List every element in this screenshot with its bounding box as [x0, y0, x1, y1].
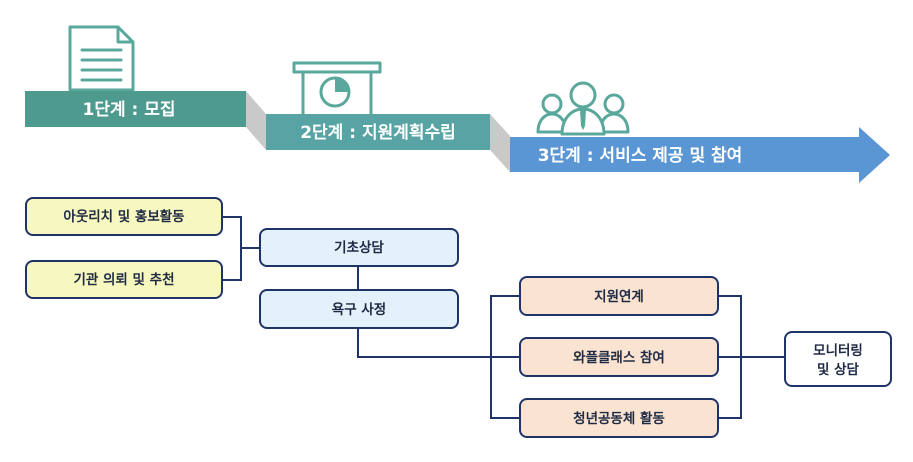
- needs-assessment-box: 욕구 사정: [259, 289, 459, 329]
- connector-lines: [222, 216, 785, 419]
- basic-consult-label: 기초상담: [334, 239, 384, 256]
- youth-community-label: 청년공동체 활동: [573, 410, 665, 427]
- step-1-bar: [25, 91, 246, 127]
- support-link-label: 지원연계: [594, 289, 644, 305]
- step-1-ribbon: 1단계 : 모집: [25, 91, 266, 150]
- step-2-fold: [490, 114, 510, 172]
- step-3-ribbon: 3단계 : 서비스 제공 및 참여: [510, 127, 890, 183]
- outreach-label: 아웃리치 및 홍보활동: [63, 208, 184, 225]
- step-2-ribbon: 2단계 : 지원계획수립: [266, 114, 510, 172]
- wafle-class-box: 와플클래스 참여: [519, 337, 719, 377]
- outreach-box: 아웃리치 및 홍보활동: [25, 197, 223, 236]
- monitoring-box: 모니터링 및 상담: [784, 331, 892, 387]
- referral-label: 기관 의뢰 및 추천: [73, 271, 174, 288]
- step-2-label: 2단계 : 지원계획수립: [300, 123, 456, 143]
- referral-box: 기관 의뢰 및 추천: [25, 260, 223, 299]
- step-1-fold: [246, 91, 266, 150]
- support-link-box: 지원연계: [519, 276, 719, 316]
- people-group-icon: [536, 81, 630, 136]
- step-2-bar: [266, 114, 490, 150]
- presentation-chart-icon: [292, 61, 382, 119]
- basic-consult-box: 기초상담: [259, 228, 459, 267]
- document-icon: [68, 25, 135, 92]
- step-1-label: 1단계 : 모집: [82, 100, 175, 120]
- youth-community-box: 청년공동체 활동: [519, 398, 719, 438]
- needs-assessment-label: 욕구 사정: [332, 301, 386, 318]
- monitoring-label-line1: 모니터링: [813, 343, 863, 359]
- wafle-class-label: 와플클래스 참여: [573, 349, 665, 366]
- monitoring-label-line2: 및 상담: [817, 361, 860, 378]
- step-3-label: 3단계 : 서비스 제공 및 참여: [538, 145, 743, 166]
- step-3-arrow: [510, 127, 890, 183]
